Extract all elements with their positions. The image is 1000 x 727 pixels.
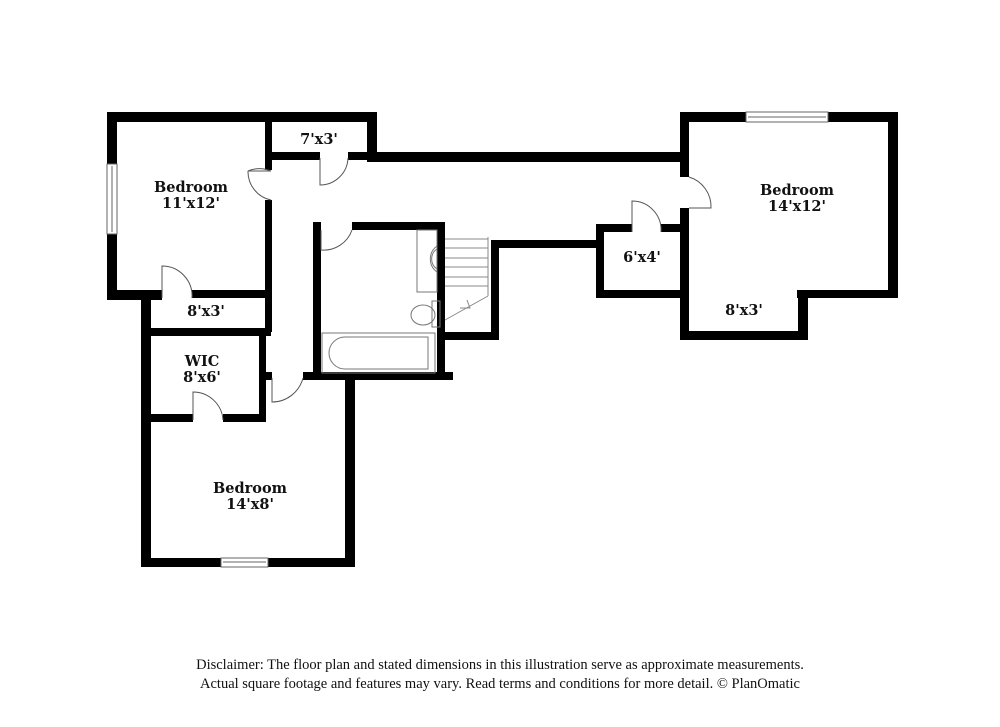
room-label-bedroom-sw: Bedroom 14'x8': [213, 481, 287, 513]
room-dims: 14'x12': [768, 198, 826, 215]
room-label-closet-top: 7'x3': [300, 132, 338, 148]
doors: [161, 157, 712, 421]
room-dims: 11'x12': [162, 195, 220, 212]
room-dims: 6'x4': [623, 249, 661, 266]
room-dims: 8'x3': [725, 302, 763, 319]
disclaimer-line-2: Actual square footage and features may v…: [200, 676, 800, 692]
room-dims: 7'x3': [300, 131, 338, 148]
room-label-closet-mid: 6'x4': [623, 250, 661, 266]
room-name: Bedroom: [213, 480, 287, 497]
room-dims: 8'x6': [183, 369, 221, 386]
room-name: WIC: [184, 353, 220, 370]
room-name: Bedroom: [154, 179, 228, 196]
windows: [106, 111, 829, 568]
room-label-bedroom-e: Bedroom 14'x12': [760, 183, 834, 215]
room-dims: 8'x3': [187, 303, 225, 320]
bathroom-fixtures: [321, 229, 441, 374]
room-label-closet-left: 8'x3': [187, 304, 225, 320]
walls: [107, 112, 898, 567]
room-label-wic: WIC 8'x6': [183, 354, 221, 386]
staircase: [444, 237, 489, 321]
disclaimer-line-1: Disclaimer: The floor plan and stated di…: [196, 657, 804, 673]
room-name: Bedroom: [760, 182, 834, 199]
room-dims: 14'x8': [226, 496, 274, 513]
room-label-bedroom-nw: Bedroom 11'x12': [154, 180, 228, 212]
room-label-closet-right: 8'x3': [725, 303, 763, 319]
